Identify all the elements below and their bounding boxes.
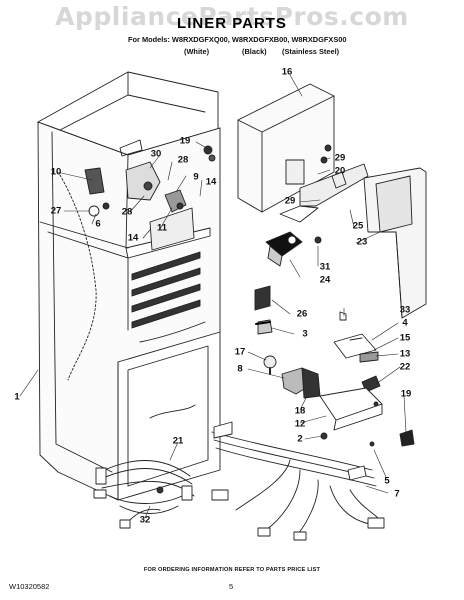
variant-stainless: (Stainless Steel) (282, 47, 340, 56)
callout-25: 25 (352, 220, 364, 232)
leader-lines (19, 74, 407, 519)
wiring-harness (211, 421, 385, 541)
callout-29: 29 (334, 152, 346, 164)
callout-2: 2 (297, 433, 303, 445)
callout-8: 8 (237, 363, 243, 375)
callout-3: 3 (302, 328, 308, 340)
callout-22: 22 (399, 361, 411, 373)
callout-16: 16 (281, 66, 293, 78)
callout-30: 30 (150, 148, 162, 160)
callout-32: 32 (139, 514, 151, 526)
callout-21: 21 (172, 435, 184, 447)
callout-23: 23 (356, 236, 368, 248)
callout-18: 18 (294, 405, 306, 417)
page-title: LINER PARTS (177, 15, 287, 32)
callout-28: 28 (177, 154, 189, 166)
callout-12: 12 (294, 418, 306, 430)
callout-4: 4 (402, 317, 408, 329)
callout-29: 29 (284, 195, 296, 207)
callout-10: 10 (50, 166, 62, 178)
variant-black: (Black) (242, 47, 267, 56)
liner-cabinet (37, 71, 221, 501)
callout-26: 26 (296, 308, 308, 320)
callout-6: 6 (95, 218, 101, 230)
callout-20: 20 (334, 165, 346, 177)
callout-9: 9 (193, 171, 199, 183)
callout-19: 19 (179, 135, 191, 147)
callout-28: 28 (121, 206, 133, 218)
light-housing (281, 367, 415, 447)
callout-15: 15 (399, 332, 411, 344)
callout-11: 11 (156, 222, 168, 234)
control-components (88, 145, 216, 217)
watermark: AppliancePartsPros.com (55, 2, 409, 31)
callout-33: 33 (399, 304, 411, 316)
wiring-harness-21 (93, 460, 195, 529)
callout-7: 7 (394, 488, 400, 500)
air-duct-cover (237, 83, 369, 223)
callout-24: 24 (319, 274, 331, 286)
callout-17: 17 (234, 346, 246, 358)
ordering-note: FOR ORDERING INFORMATION REFER TO PARTS … (143, 567, 321, 573)
document-number: W10320582 (9, 582, 50, 591)
callout-31: 31 (319, 261, 331, 273)
page-number: 5 (229, 582, 234, 591)
variant-white: (White) (184, 47, 210, 56)
callout-27: 27 (50, 205, 62, 217)
callout-1: 1 (14, 391, 20, 403)
damper-assembly (265, 231, 322, 267)
callout-5: 5 (384, 475, 390, 487)
callout-14: 14 (205, 176, 217, 188)
side-shroud (363, 167, 427, 319)
callout-13: 13 (399, 348, 411, 360)
callout-14: 14 (127, 232, 139, 244)
models-line: For Models: W8RXDGFXQ00, W8RXDGFXB00, W8… (128, 35, 347, 44)
callout-19: 19 (400, 388, 412, 400)
